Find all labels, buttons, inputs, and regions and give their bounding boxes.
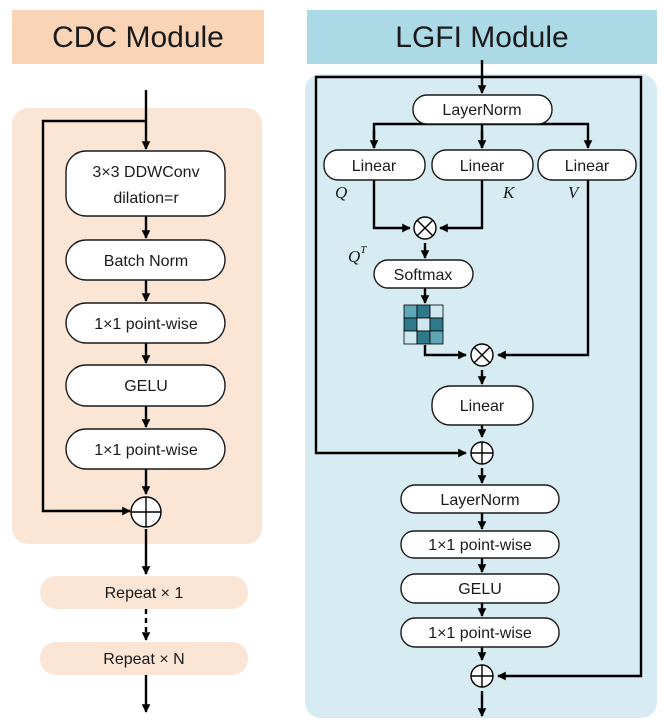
cdc-ddwconv-label-1: 3×3 DDWConv [92, 164, 199, 181]
cdc-gelu-box [65, 364, 226, 407]
lgfi-linear-k-label: Linear [460, 158, 505, 175]
repeat-n-box [40, 642, 248, 675]
repeat-n-label: Repeat × N [103, 651, 184, 668]
lgfi-title-bar [307, 10, 657, 64]
lgfi-layernorm2-box [400, 484, 560, 514]
lgfi-softmax-box [373, 259, 474, 289]
lgfi-linear-v-box [537, 149, 637, 181]
lgfi-gelu-label: GELU [458, 581, 502, 598]
circled-times-icon [470, 343, 494, 367]
q-symbol: Q [335, 183, 347, 202]
lgfi-pointwise1-box [400, 530, 560, 559]
circled-times-icon [413, 216, 437, 240]
lgfi-linear-v-label: Linear [565, 158, 610, 175]
cdc-batchnorm-box [65, 239, 226, 281]
k-symbol: K [502, 183, 516, 202]
lgfi-gelu-box [400, 573, 560, 604]
lgfi-layernorm2-label: LayerNorm [440, 492, 519, 509]
cdc-ddwconv-box [65, 150, 226, 217]
lgfi-linear-out-box [431, 385, 534, 426]
cdc-pointwise1-label: 1×1 point-wise [94, 316, 198, 333]
q-transpose-symbol: QT [348, 244, 367, 266]
cdc-title-bar [12, 10, 264, 64]
lgfi-title: LGFI Module [395, 21, 568, 54]
lgfi-linear-q-box [323, 149, 426, 181]
cdc-pointwise2-label: 1×1 point-wise [94, 442, 198, 459]
lgfi-linear-q-label: Linear [352, 158, 397, 175]
cdc-batchnorm-label: Batch Norm [104, 253, 188, 270]
cdc-pointwise1-box [65, 302, 226, 344]
lgfi-module: LGFI Module LayerNorm Linear Lin [305, 10, 657, 718]
v-symbol: V [568, 183, 581, 202]
repeat-1-box [40, 576, 248, 609]
attention-matrix-icon [403, 304, 444, 345]
lgfi-linear-out-label: Linear [460, 398, 505, 415]
lgfi-pointwise2-label: 1×1 point-wise [428, 625, 532, 642]
lgfi-softmax-label: Softmax [394, 267, 453, 284]
lgfi-pointwise1-label: 1×1 point-wise [428, 537, 532, 554]
cdc-pointwise2-box [65, 428, 226, 470]
repeat-1-label: Repeat × 1 [105, 585, 184, 602]
lgfi-linear-k-box [431, 149, 534, 181]
cdc-ddwconv-label-2: dilation=r [113, 190, 179, 207]
circled-plus-icon [470, 664, 494, 688]
lgfi-layernorm1-box [412, 94, 553, 125]
lgfi-layernorm1-label: LayerNorm [442, 102, 521, 119]
cdc-gelu-label: GELU [124, 378, 168, 395]
cdc-title: CDC Module [52, 21, 224, 54]
circled-plus-icon [130, 496, 162, 528]
lgfi-pointwise2-box [400, 617, 560, 648]
cdc-module: CDC Module 3×3 DDWConv dilation=r Batch … [12, 10, 264, 713]
circled-plus-icon [470, 441, 494, 465]
